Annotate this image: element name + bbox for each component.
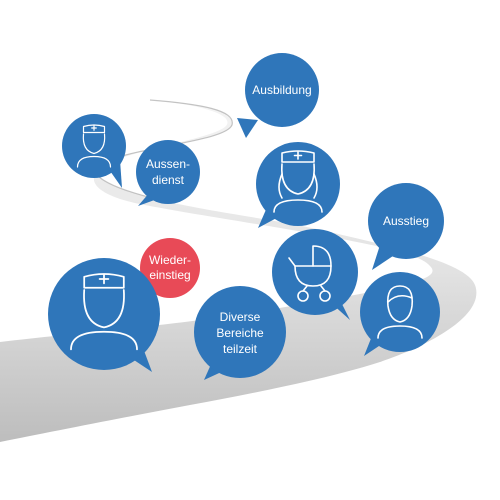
label-diverse-2: Bereiche [216, 326, 264, 340]
bubble-aussendienst: Aussen- dienst [136, 140, 200, 206]
nurse-icon [70, 273, 138, 351]
bubble-nurse-small [62, 114, 126, 188]
bubble-nurse-large [48, 258, 160, 372]
label-aussendienst-1: Aussen- [146, 157, 190, 171]
label-wiedereinstieg-2: einstieg [149, 268, 190, 282]
label-ausbildung: Ausbildung [252, 83, 311, 97]
bubble-ausstieg: Ausstieg [368, 183, 444, 270]
bubble-nurse-medium [256, 142, 340, 228]
label-ausstieg: Ausstieg [383, 214, 429, 228]
label-aussendienst-2: dienst [152, 173, 185, 187]
woman-icon [377, 285, 423, 339]
bubble-stroller [272, 229, 358, 320]
bubble-ausbildung: Ausbildung [237, 53, 319, 138]
nurse-woman-icon [273, 150, 323, 213]
label-wiedereinstieg-1: Wieder- [149, 253, 191, 267]
label-diverse-1: Diverse [220, 310, 261, 324]
label-diverse-3: teilzeit [223, 342, 258, 356]
stroller-icon [288, 245, 332, 302]
bubble-person [360, 272, 440, 356]
bubble-diverse-bereiche: Diverse Bereiche teilzeit [194, 286, 286, 380]
nurse-icon [76, 124, 112, 168]
